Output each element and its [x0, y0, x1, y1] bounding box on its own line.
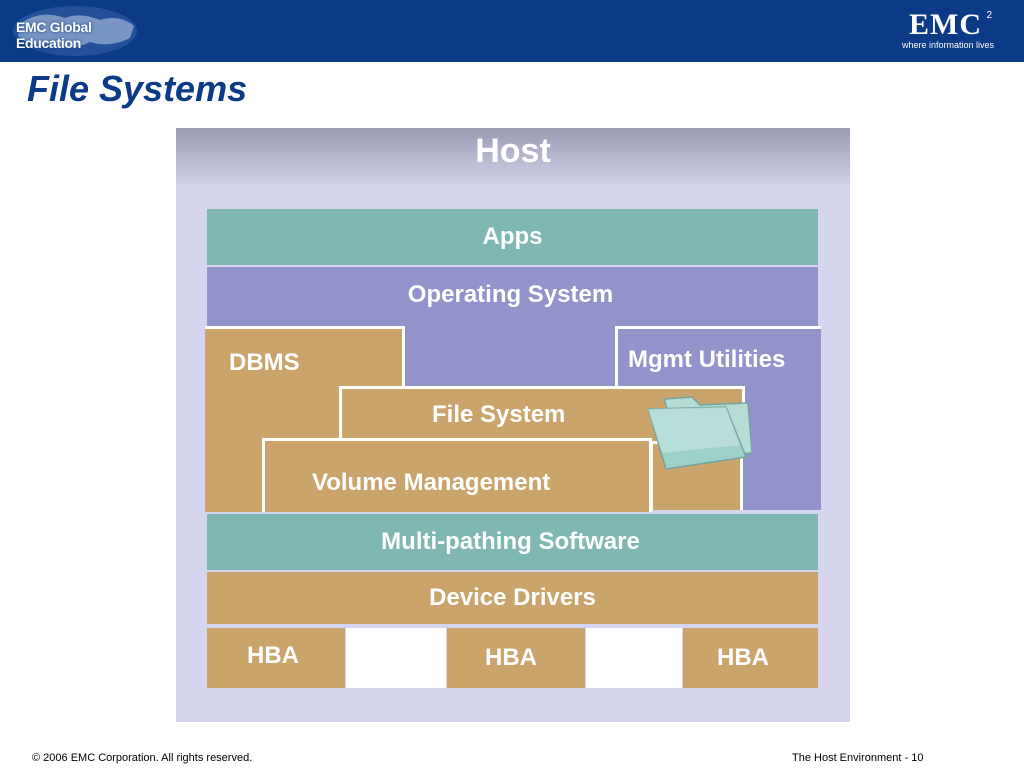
copyright-text: © 2006 EMC Corporation. All rights reser… — [32, 752, 253, 764]
multipathing-label: Multi-pathing Software — [381, 528, 640, 555]
host-box: Host Apps Operating System Mgmt Utilitie… — [176, 128, 850, 722]
page-info: The Host Environment - 10 — [792, 752, 924, 764]
hba-gap — [346, 628, 446, 688]
folder-icon — [646, 396, 753, 470]
file-system-label: File System — [432, 401, 566, 428]
emc-tagline: where information lives — [901, 40, 994, 50]
operating-system-layer: Operating System — [207, 267, 818, 329]
host-header: Host — [176, 128, 850, 184]
hba-box: HBA — [207, 628, 345, 688]
operating-system-body — [404, 328, 616, 388]
emc-global-education-text: EMC Global Education — [16, 19, 92, 51]
apps-layer: Apps — [207, 209, 818, 265]
hba-label: HBA — [485, 644, 537, 671]
operating-system-label: Operating System — [407, 281, 614, 308]
volume-management-label: Volume Management — [312, 469, 551, 496]
header-bar: EMC Global Education EMC 2 where informa… — [0, 0, 1024, 62]
emc-logo: EMC 2 where information lives — [874, 8, 994, 54]
multipathing-layer: Multi-pathing Software — [207, 514, 818, 570]
emc-global-education-logo: EMC Global Education — [10, 4, 140, 58]
device-drivers-layer: Device Drivers — [207, 572, 818, 624]
volume-management-layer: Volume Management — [262, 438, 652, 512]
apps-label: Apps — [482, 223, 543, 250]
hba-gap — [586, 628, 682, 688]
slide-title: File Systems — [27, 68, 248, 109]
hba-label: HBA — [717, 644, 769, 671]
device-drivers-label: Device Drivers — [429, 584, 596, 611]
emc-wordmark: EMC — [909, 8, 982, 41]
dbms-label: DBMS — [229, 349, 300, 376]
emc-superscript: 2 — [986, 10, 992, 21]
mgmt-utilities-label: Mgmt Utilities — [628, 346, 786, 373]
globe-icon — [13, 6, 137, 56]
hba-box: HBA — [683, 628, 818, 688]
hba-label: HBA — [247, 642, 299, 669]
hba-box: HBA — [447, 628, 585, 688]
host-label: Host — [475, 132, 551, 170]
